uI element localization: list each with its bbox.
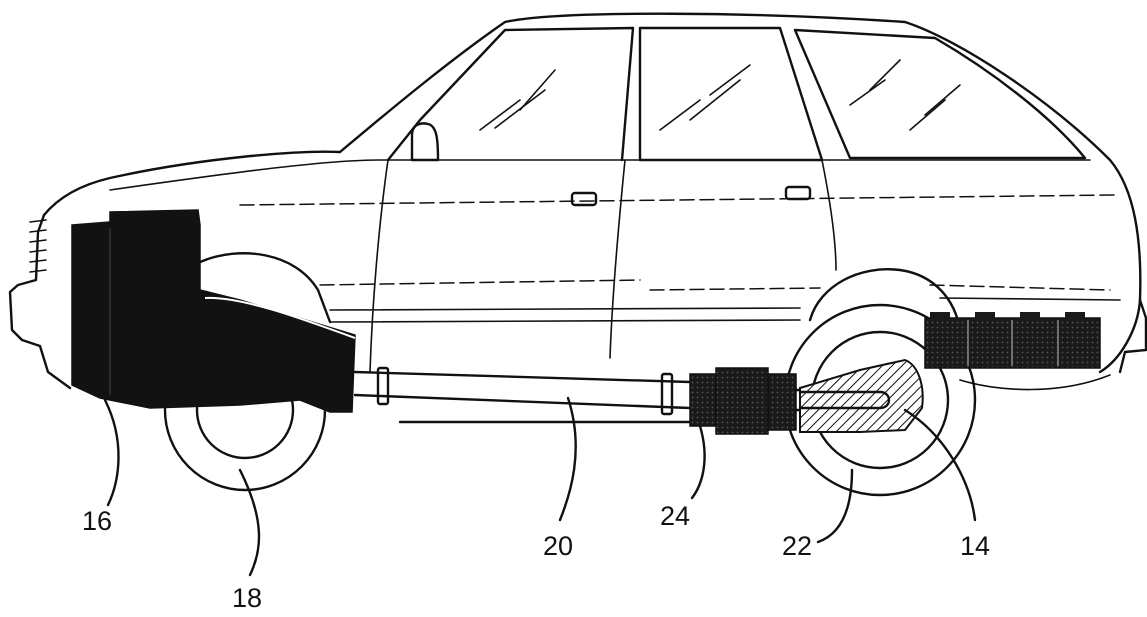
rear-battery-pack bbox=[924, 312, 1101, 369]
front-grille-slats bbox=[29, 219, 47, 273]
engine-unit bbox=[71, 209, 356, 413]
side-mirror bbox=[410, 122, 440, 162]
rear-shaft-coupling bbox=[660, 372, 674, 416]
coupling-unit bbox=[689, 367, 822, 435]
rear-door-handle bbox=[784, 185, 812, 201]
leader-16 bbox=[103, 398, 120, 507]
ref-label-24: 24 bbox=[660, 501, 690, 531]
drive-shaft bbox=[353, 366, 692, 424]
front-door-handle bbox=[570, 191, 598, 207]
car-body bbox=[8, 12, 1147, 391]
leader-lines bbox=[103, 396, 977, 577]
ref-label-22: 22 bbox=[782, 531, 812, 561]
rear-axle-housing bbox=[798, 358, 924, 433]
leader-18 bbox=[238, 468, 261, 577]
leader-24 bbox=[690, 424, 706, 500]
front-shaft-coupling bbox=[376, 366, 390, 406]
leader-20 bbox=[558, 396, 577, 522]
ref-label-20: 20 bbox=[543, 531, 573, 561]
leader-22 bbox=[816, 468, 854, 544]
ref-label-14: 14 bbox=[960, 531, 990, 561]
ref-label-18: 18 bbox=[232, 583, 262, 613]
leader-14 bbox=[903, 408, 977, 522]
ref-label-16: 16 bbox=[82, 506, 112, 536]
window-glare bbox=[479, 59, 961, 131]
